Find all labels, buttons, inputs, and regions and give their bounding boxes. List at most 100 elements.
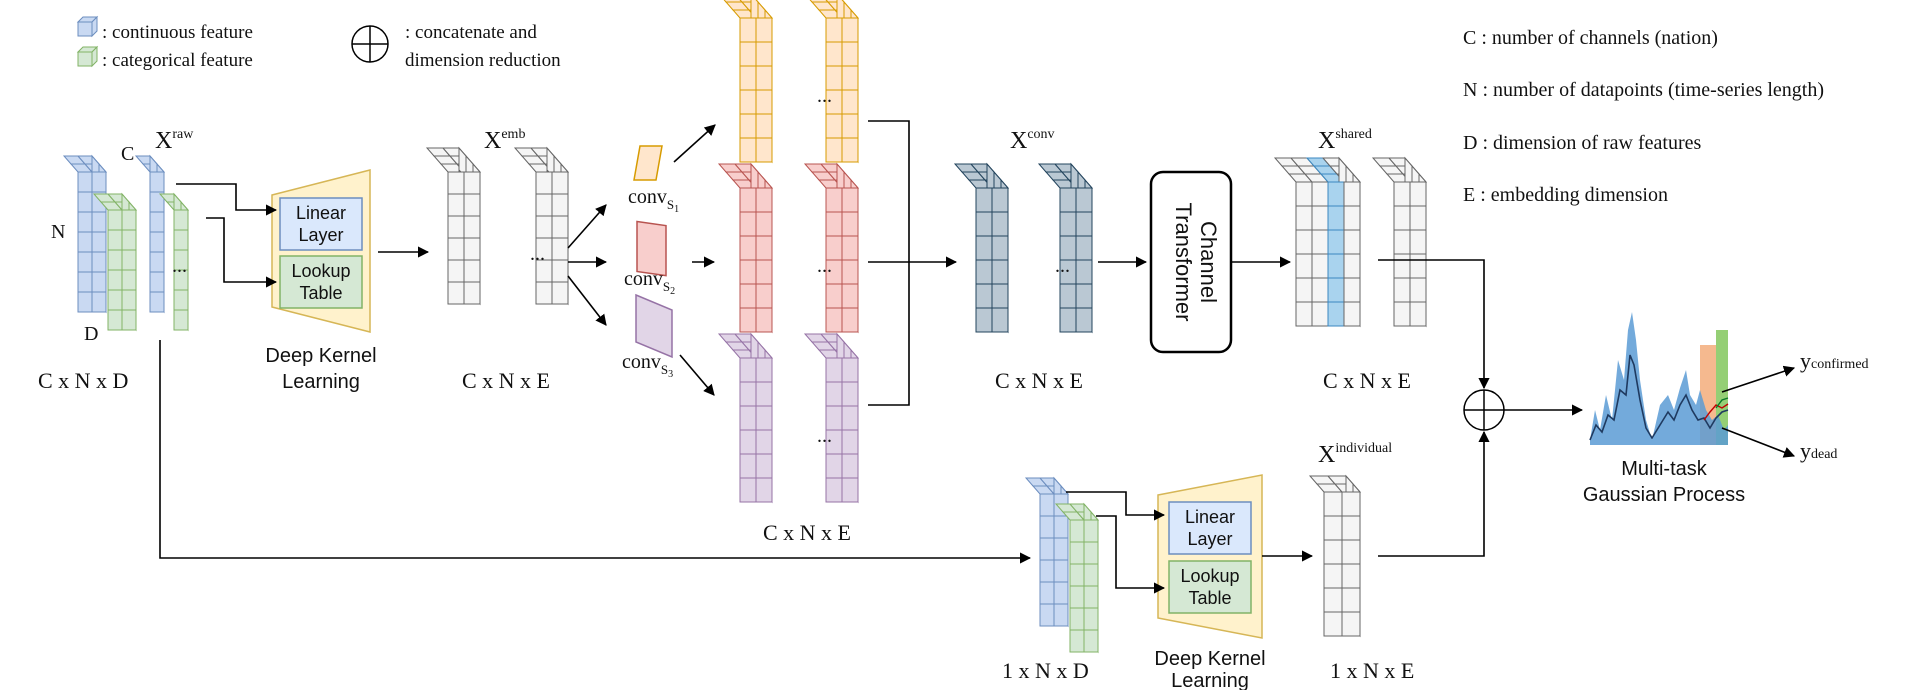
conv-kernel-1 bbox=[633, 145, 663, 181]
definition-d: D : dimension of raw features bbox=[1463, 132, 1701, 154]
arrow-gp-to-confirmed bbox=[1721, 365, 1796, 393]
tensor-emb-slab-0 bbox=[425, 146, 482, 306]
svg-text:Lookup: Lookup bbox=[1180, 566, 1239, 586]
raw-shape: C x N x D bbox=[38, 368, 128, 393]
shared-shape: C x N x E bbox=[1323, 368, 1411, 393]
tensor-orange-slab-1 bbox=[809, 0, 860, 164]
svg-text:Lookup: Lookup bbox=[291, 261, 350, 281]
gp-title-1: Multi-task bbox=[1621, 458, 1708, 480]
arrow-raw-to-linear bbox=[176, 183, 278, 216]
emb-shape: C x N x E bbox=[462, 368, 550, 393]
legend-continuous-text: : continuous feature bbox=[102, 22, 253, 43]
tensor-shared-slab-0 bbox=[1273, 156, 1362, 328]
dkl-bottom-linear-layer bbox=[1168, 501, 1252, 555]
emb-dots: ... bbox=[530, 243, 545, 265]
conv-output-tensor-2 bbox=[717, 162, 860, 334]
tensor-indiv-slab-0 bbox=[1308, 474, 1362, 638]
raw-axis-d: D bbox=[84, 323, 98, 345]
svg-text:Layer: Layer bbox=[298, 225, 343, 245]
dkl-bottom-title-1: Deep Kernel bbox=[1154, 648, 1265, 670]
conv-label-1: convS1 bbox=[628, 186, 679, 215]
transformer-line2: Transformer bbox=[1171, 203, 1196, 322]
individual-shape: 1 x N x E bbox=[1330, 658, 1414, 683]
dkl-bottom-block bbox=[1157, 474, 1263, 639]
individual-input-shape: 1 x N x D bbox=[1002, 658, 1089, 683]
dkl-top-block bbox=[271, 169, 371, 333]
definition-e: E : embedding dimension bbox=[1463, 184, 1668, 206]
arrow-conv3-to-purple bbox=[679, 354, 715, 396]
conv-output-tensor-3 bbox=[717, 332, 860, 504]
merge-bracket bbox=[868, 120, 910, 406]
tensor-red-slab-1 bbox=[803, 162, 860, 334]
tensor-shared-slab-1 bbox=[1371, 156, 1428, 328]
conv-shape: C x N x E bbox=[995, 368, 1083, 393]
definition-n: N : number of datapoints (time-series le… bbox=[1463, 79, 1824, 101]
individual-input-tensor bbox=[1024, 476, 1100, 654]
arrow-gp-to-dead bbox=[1721, 427, 1796, 458]
tensor-raw-slab-1 bbox=[134, 154, 166, 314]
shared-tensor bbox=[1273, 156, 1428, 328]
output-dead: ydead bbox=[1800, 438, 1837, 463]
conv-label-2: convS2 bbox=[624, 268, 675, 297]
conv-dots: ... bbox=[1055, 255, 1070, 277]
conv-kernel-3 bbox=[635, 293, 673, 359]
individual-tensor bbox=[1308, 474, 1362, 638]
conv-output-tensor-1 bbox=[723, 0, 860, 164]
conv-label-3: convS3 bbox=[622, 351, 673, 380]
tensor-red-slab-0 bbox=[717, 162, 774, 334]
tensor-indin-slab-1 bbox=[1054, 502, 1100, 654]
arrow-emb-to-conv1 bbox=[567, 204, 607, 249]
tensor-indin-slab-0 bbox=[1024, 476, 1070, 628]
legend-categorical-text: : categorical feature bbox=[102, 50, 253, 71]
connectors bbox=[159, 120, 1796, 594]
conv-label: Xconv bbox=[1010, 127, 1055, 154]
dkl-bottom-lookup-table bbox=[1168, 560, 1252, 614]
dkl-top-title-1: Deep Kernel bbox=[265, 345, 376, 367]
conv-kernels bbox=[633, 145, 673, 359]
continuous-cube-icon bbox=[76, 15, 99, 38]
transformer-line1: Channel bbox=[1196, 221, 1221, 303]
legend-concat-text-2: dimension reduction bbox=[405, 50, 561, 71]
tensor-purple-slab-1 bbox=[803, 332, 860, 504]
arrow-raw-to-lookup bbox=[206, 217, 278, 288]
shared-label: Xshared bbox=[1318, 127, 1372, 154]
individual-label: Xindividual bbox=[1318, 441, 1392, 468]
emb-label: Xemb bbox=[484, 127, 525, 154]
arrow-emb-to-conv3 bbox=[567, 275, 607, 326]
arrow-indin-to-linear bbox=[1066, 491, 1166, 521]
arrow-shared-to-concat bbox=[1378, 259, 1490, 390]
gp-forecast-line-red bbox=[1703, 403, 1729, 421]
raw-input-tensor bbox=[62, 154, 190, 332]
embedding-tensor bbox=[425, 146, 570, 306]
raw-label: Xraw bbox=[155, 127, 194, 154]
dkl-top-lookup-table bbox=[279, 255, 363, 309]
arrow-individual-to-concat bbox=[1378, 430, 1490, 557]
concat-circle-icon bbox=[351, 25, 389, 63]
categorical-cube-icon bbox=[76, 45, 99, 68]
gp-title-2: Gaussian Process bbox=[1583, 484, 1745, 506]
gp-forecast-line-green bbox=[1715, 397, 1729, 409]
legend-concat-text-1: : concatenate and bbox=[405, 22, 537, 43]
definition-c: C : number of channels (nation) bbox=[1463, 27, 1718, 49]
tensor-conv-slab-0 bbox=[953, 162, 1010, 334]
raw-axis-n: N bbox=[51, 221, 65, 243]
conv-outputs-shape: C x N x E bbox=[763, 520, 851, 545]
raw-axis-c: C bbox=[121, 143, 134, 165]
svg-text:Linear: Linear bbox=[296, 203, 346, 223]
gp-forecast-band-green bbox=[1716, 330, 1728, 445]
output-confirmed: yconfirmed bbox=[1800, 348, 1869, 373]
dkl-bottom-title-2: Learning bbox=[1171, 670, 1249, 690]
svg-text:Table: Table bbox=[1188, 588, 1231, 608]
tensor-emb-slab-1 bbox=[513, 146, 570, 306]
conv-kernel-2 bbox=[636, 220, 667, 277]
arrow-raw-to-individual bbox=[159, 340, 1032, 564]
dkl-top-linear-layer bbox=[279, 197, 363, 251]
svg-text:Table: Table bbox=[299, 283, 342, 303]
svg-text:Layer: Layer bbox=[1187, 529, 1232, 549]
orange-dots: ... bbox=[817, 85, 832, 107]
legend bbox=[76, 15, 389, 68]
purple-dots: ... bbox=[817, 425, 832, 447]
arrow-indin-to-lookup bbox=[1096, 515, 1166, 594]
raw-dots: ... bbox=[172, 255, 187, 277]
